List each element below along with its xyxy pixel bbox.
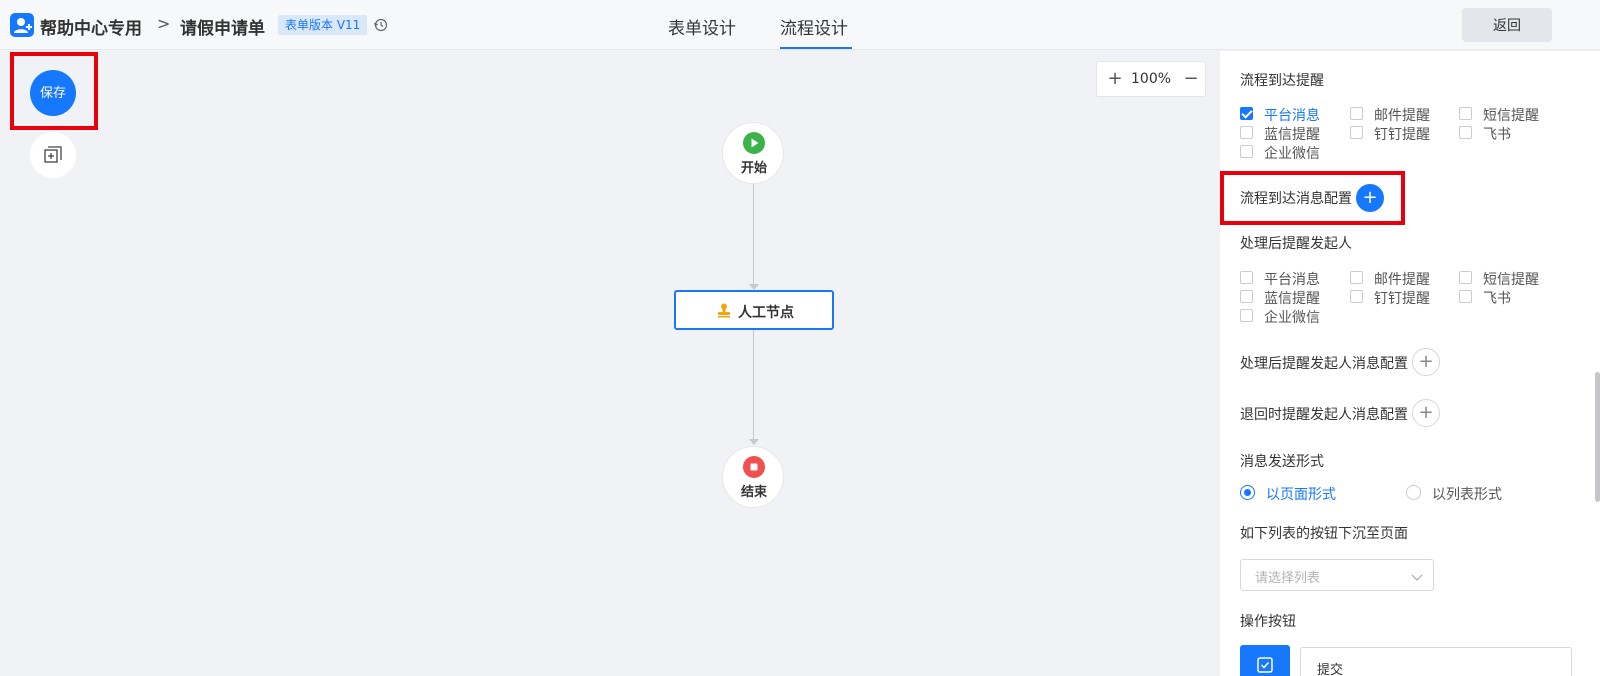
checkbox-arrival-sms[interactable]: 短信提醒 — [1459, 105, 1549, 124]
end-node-label: 结束 — [740, 485, 767, 500]
node-settings-panel: 流程到达提醒 平台消息 邮件提醒 短信提醒 蓝信提醒 钉钉提醒 飞书 企业微信 … — [1220, 51, 1600, 676]
checkbox-after-platform[interactable]: 平台消息 — [1240, 269, 1330, 288]
highlight-box-arrival-config — [1220, 171, 1405, 225]
op-button-name-input[interactable]: 提交 — [1300, 647, 1572, 676]
checkbox-arrival-wecom[interactable]: 企业微信 — [1240, 143, 1330, 162]
copy-button[interactable] — [30, 132, 76, 178]
checkbox-arrival-email[interactable]: 邮件提醒 — [1350, 105, 1440, 124]
zoom-control: + 100% − — [1096, 61, 1206, 97]
send-form-title: 消息发送形式 — [1240, 454, 1324, 470]
task-node[interactable]: 人工节点 — [674, 290, 834, 330]
list-sink-title: 如下列表的按钮下沉至页面 — [1240, 526, 1408, 542]
after-message-config-label: 处理后提醒发起人消息配置 — [1240, 356, 1408, 372]
active-tab-indicator — [780, 47, 852, 49]
list-select[interactable]: 请选择列表 — [1240, 559, 1434, 591]
add-return-config-button[interactable]: + — [1412, 399, 1440, 427]
checkbox-arrival-dingtalk[interactable]: 钉钉提醒 — [1350, 124, 1440, 143]
radio-page-form[interactable]: 以页面形式 — [1240, 484, 1360, 503]
checkbox-after-dingtalk[interactable]: 钉钉提醒 — [1350, 288, 1440, 307]
zoom-level: 100% — [1131, 71, 1172, 87]
zoom-out-button[interactable]: − — [1183, 68, 1199, 89]
stamp-icon — [716, 302, 732, 322]
chevron-down-icon — [1411, 570, 1423, 586]
op-buttons-title: 操作按钮 — [1240, 614, 1296, 630]
edge-arrow — [749, 439, 759, 445]
top-header: 帮助中心专用 > 请假申请单 表单版本 V11 表单设计 流程设计 返回 — [0, 0, 1600, 50]
task-node-label: 人工节点 — [738, 305, 794, 321]
arrival-reminder-title: 流程到达提醒 — [1240, 73, 1324, 89]
checkbox-after-wecom[interactable]: 企业微信 — [1240, 307, 1330, 326]
stop-icon — [743, 456, 765, 478]
tab-form-design[interactable]: 表单设计 — [668, 19, 736, 39]
checkbox-arrival-feishu[interactable]: 飞书 — [1459, 124, 1549, 143]
breadcrumb-separator: > — [157, 14, 171, 33]
radio-list-form[interactable]: 以列表形式 — [1406, 484, 1526, 503]
checkbox-after-feishu[interactable]: 飞书 — [1459, 288, 1549, 307]
list-select-placeholder: 请选择列表 — [1255, 571, 1321, 586]
version-badge: 表单版本 V11 — [278, 15, 368, 35]
checkbox-after-lanxin[interactable]: 蓝信提醒 — [1240, 288, 1330, 307]
zoom-in-button[interactable]: + — [1107, 68, 1123, 89]
edge-task-end — [753, 330, 754, 440]
checkbox-after-email[interactable]: 邮件提醒 — [1350, 269, 1440, 288]
play-icon — [743, 132, 765, 154]
panel-scrollbar[interactable] — [1595, 372, 1600, 502]
op-button-checkbox[interactable] — [1240, 645, 1290, 676]
edge-start-task — [753, 184, 754, 284]
op-button-name-value: 提交 — [1317, 663, 1344, 676]
edge-arrow — [749, 284, 759, 290]
user-app-icon — [10, 13, 34, 37]
flow-canvas[interactable] — [0, 51, 1220, 676]
arrival-message-config-label: 流程到达消息配置 — [1240, 191, 1352, 207]
add-arrival-config-button[interactable]: + — [1356, 184, 1384, 212]
back-button[interactable]: 返回 — [1462, 8, 1552, 42]
save-button[interactable]: 保存 — [30, 70, 76, 116]
highlight-box-save — [10, 52, 98, 130]
checkbox-arrival-lanxin[interactable]: 蓝信提醒 — [1240, 124, 1330, 143]
checkbox-arrival-platform[interactable]: 平台消息 — [1240, 105, 1330, 124]
history-icon[interactable] — [373, 18, 388, 32]
start-node[interactable]: 开始 — [722, 122, 784, 184]
checkbox-after-sms[interactable]: 短信提醒 — [1459, 269, 1549, 288]
form-name: 请假申请单 — [180, 19, 265, 39]
tab-flow-design[interactable]: 流程设计 — [780, 19, 848, 39]
end-node[interactable]: 结束 — [722, 446, 784, 508]
return-message-config-label: 退回时提醒发起人消息配置 — [1240, 407, 1408, 423]
after-reminder-title: 处理后提醒发起人 — [1240, 236, 1352, 252]
add-after-config-button[interactable]: + — [1412, 348, 1440, 376]
start-node-label: 开始 — [740, 161, 767, 176]
app-name[interactable]: 帮助中心专用 — [40, 19, 142, 39]
